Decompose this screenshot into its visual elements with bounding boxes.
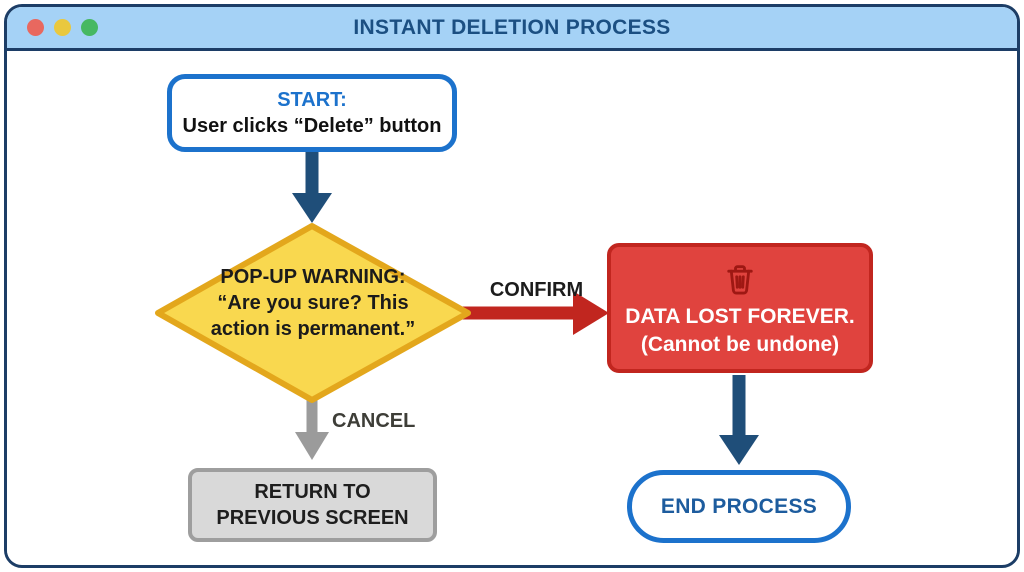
decision-line2: action is permanent.” xyxy=(210,318,416,340)
decision-line1: “Are you sure? This xyxy=(217,292,409,314)
close-button[interactable] xyxy=(27,19,44,36)
end-node: END PROCESS xyxy=(627,470,851,543)
traffic-lights xyxy=(27,7,98,48)
start-title: START: xyxy=(277,89,347,111)
decision-node-text: POP-UP WARNING: “Are you sure? This acti… xyxy=(173,264,453,342)
maximize-button[interactable] xyxy=(81,19,98,36)
titlebar: INSTANT DELETION PROCESS xyxy=(7,7,1017,51)
confirm-edge-label: CONFIRM xyxy=(489,279,584,301)
return-line2: PREVIOUS SCREEN xyxy=(216,507,409,529)
minimize-button[interactable] xyxy=(54,19,71,36)
start-body: User clicks “Delete” button xyxy=(182,115,442,137)
flowchart-connectors xyxy=(155,152,759,465)
trash-icon xyxy=(727,264,753,295)
window-title: INSTANT DELETION PROCESS xyxy=(353,15,671,39)
decision-title: POP-UP WARNING: xyxy=(220,266,406,288)
flowchart-canvas: START: User clicks “Delete” button POP-U… xyxy=(7,51,1017,562)
decision-diamond xyxy=(155,223,471,403)
return-line1: RETURN TO xyxy=(254,481,371,503)
data-lost-line1: DATA LOST FOREVER. xyxy=(625,304,855,328)
end-label: END PROCESS xyxy=(660,494,818,518)
start-node: START: User clicks “Delete” button xyxy=(167,74,457,152)
arrow-redbox-to-end xyxy=(719,375,759,465)
data-lost-line2: (Cannot be undone) xyxy=(640,333,840,356)
data-lost-node: DATA LOST FOREVER. (Cannot be undone) xyxy=(607,243,873,373)
arrow-start-to-decision xyxy=(292,152,332,223)
browser-window: INSTANT DELETION PROCESS xyxy=(4,4,1020,568)
arrow-confirm xyxy=(462,291,609,335)
return-node: RETURN TO PREVIOUS SCREEN xyxy=(188,468,437,542)
cancel-edge-label: CANCEL xyxy=(332,410,416,432)
